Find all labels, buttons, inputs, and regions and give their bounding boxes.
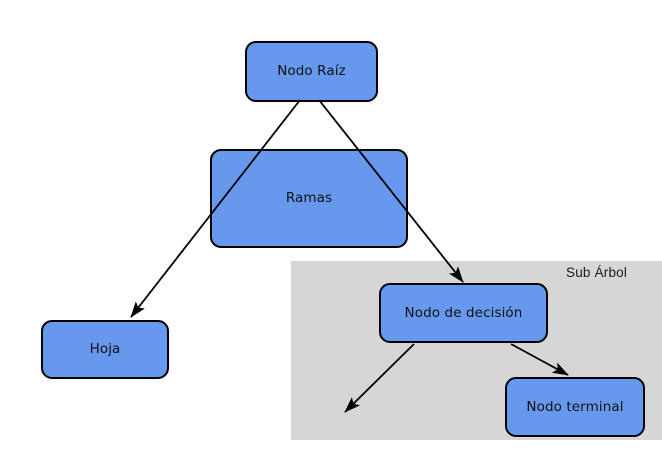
node-branches[interactable]: Ramas [210, 149, 408, 248]
sub-tree-region-label: Sub Árbol [566, 265, 628, 280]
node-decision[interactable]: Nodo de decisión [379, 283, 548, 343]
node-terminal[interactable]: Nodo terminal [505, 377, 645, 437]
node-branches-label: Ramas [285, 190, 333, 207]
node-root-label: Nodo Raíz [277, 63, 346, 80]
node-terminal-label: Nodo terminal [526, 398, 624, 415]
node-root[interactable]: Nodo Raíz [245, 41, 378, 102]
node-leaf[interactable]: Hoja [41, 320, 169, 379]
node-leaf-label: Hoja [89, 341, 121, 358]
node-decision-label: Nodo de decisión [404, 304, 523, 321]
